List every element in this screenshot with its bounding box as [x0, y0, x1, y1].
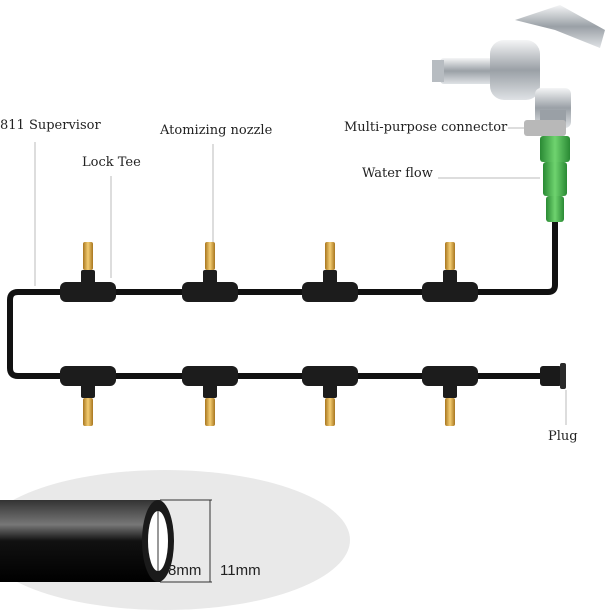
- tee-stem: [203, 384, 217, 398]
- tube-cross-section: [0, 499, 212, 583]
- lock-tee: [422, 282, 478, 302]
- tube: [7, 222, 558, 379]
- atomizing-nozzle: [445, 398, 455, 426]
- lock-tee: [182, 366, 238, 386]
- plug-part: [540, 363, 566, 389]
- leader-lines: [34, 127, 567, 425]
- inner-diameter: 8mm: [168, 562, 202, 579]
- label-supervisor: 811 Supervisor: [0, 118, 101, 133]
- tee-stem: [81, 270, 95, 284]
- lock-tee: [60, 282, 116, 302]
- tee-stem: [203, 270, 217, 284]
- lock-tee: [60, 366, 116, 386]
- tee-stem: [323, 270, 337, 284]
- atomizing-nozzle: [325, 398, 335, 426]
- label-plug: Plug: [548, 429, 578, 444]
- multi-purpose-connector: [524, 120, 570, 222]
- lock-tee: [302, 366, 358, 386]
- outer-diameter: 11mm: [220, 562, 261, 579]
- lock-tee: [182, 282, 238, 302]
- atomizing-nozzle: [83, 398, 93, 426]
- label-lock-tee: Lock Tee: [82, 155, 141, 170]
- tee-stem: [443, 270, 457, 284]
- lock-tee: [422, 366, 478, 386]
- atomizing-nozzle: [205, 242, 215, 270]
- label-connector: Multi-purpose connector: [344, 120, 508, 135]
- tee-stem: [81, 384, 95, 398]
- tee-stem: [443, 384, 457, 398]
- tee-stem: [323, 384, 337, 398]
- lock-tee: [302, 282, 358, 302]
- atomizing-nozzle: [83, 242, 93, 270]
- atomizing-nozzle: [205, 398, 215, 426]
- tees: [60, 242, 478, 426]
- atomizing-nozzle: [445, 242, 455, 270]
- atomizing-nozzle: [325, 242, 335, 270]
- faucet: [432, 5, 605, 132]
- label-water-flow: Water flow: [362, 166, 433, 181]
- label-atomizing-nozzle: Atomizing nozzle: [160, 123, 273, 138]
